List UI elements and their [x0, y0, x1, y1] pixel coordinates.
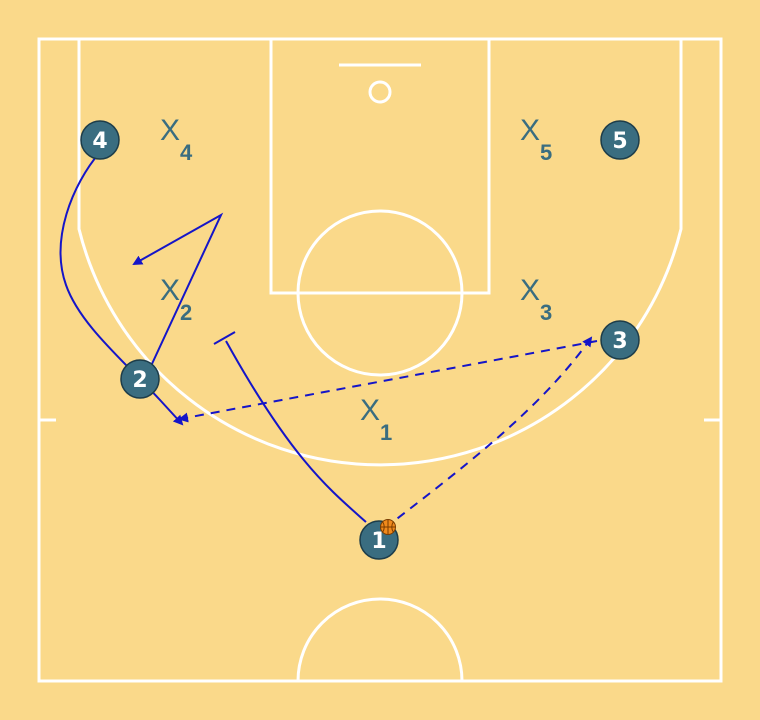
pass-line-3-to-2: [178, 340, 598, 423]
defender-number: 4: [180, 140, 193, 165]
player-number: 1: [371, 529, 386, 554]
defender-letter: X: [160, 114, 180, 147]
defender-number: 2: [180, 300, 192, 325]
defender-x4: X 4: [160, 114, 193, 165]
defender-x1: X 1: [360, 394, 392, 445]
pass-line-1-to-3: [384, 336, 593, 529]
player-number: 4: [92, 129, 107, 154]
actions: [59, 151, 598, 529]
defender-number: 5: [540, 140, 552, 165]
player-circle: [600, 120, 640, 160]
player-1[interactable]: 1: [359, 519, 399, 560]
cut-line-2: [132, 212, 224, 367]
player-number: 5: [612, 129, 627, 154]
free-throw-circle: [296, 209, 464, 377]
player-circle: [600, 320, 640, 360]
player-3[interactable]: 3: [600, 320, 640, 360]
defender-x2: X 2: [160, 274, 192, 325]
screen-line-1: [225, 340, 367, 523]
defender-x3: X 3: [520, 274, 552, 325]
hoop: [368, 80, 392, 104]
court-lines: [37, 37, 723, 683]
defender-letter: X: [360, 394, 380, 427]
defender-letter: X: [520, 274, 540, 307]
player-circle: [80, 120, 120, 160]
screen-end-bar: [213, 331, 236, 345]
paint-key: [269, 37, 491, 295]
player-5[interactable]: 5: [600, 120, 640, 160]
center-circle: [296, 597, 464, 682]
defender-x5: X 5: [520, 114, 552, 165]
player-4[interactable]: 4: [80, 120, 120, 160]
player-number: 3: [612, 329, 627, 354]
defender-letter: X: [160, 274, 180, 307]
player-number: 2: [132, 368, 147, 393]
defender-number: 3: [540, 300, 552, 325]
player-2[interactable]: 2: [120, 359, 160, 399]
defender-number: 1: [380, 420, 392, 445]
player-circle: [120, 359, 160, 399]
basketball-icon: [380, 519, 396, 535]
defender-letter: X: [520, 114, 540, 147]
